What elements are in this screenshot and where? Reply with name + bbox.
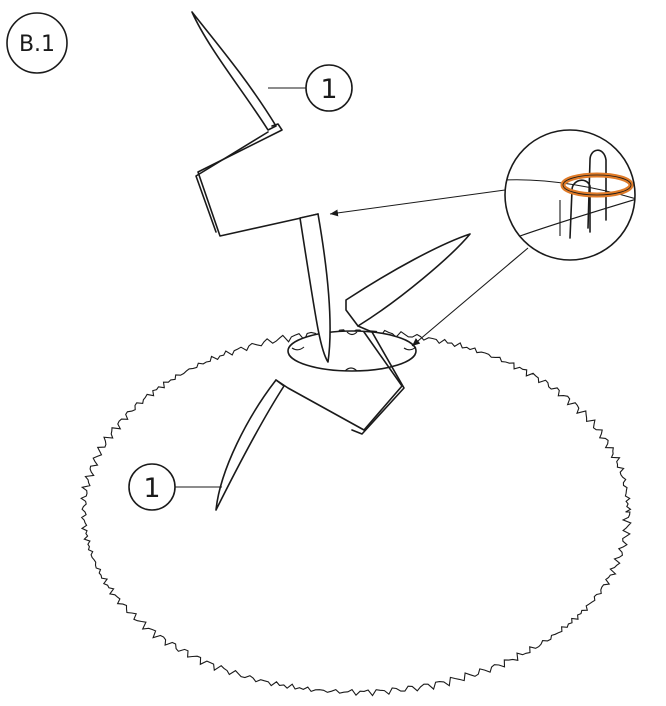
rear-leg-blade <box>345 233 471 327</box>
upper-leg-bottom-blade <box>299 213 331 363</box>
detail-magnifier <box>504 129 636 261</box>
rear-leg-frame <box>351 325 405 435</box>
callout-circle <box>305 64 353 112</box>
upper-leg <box>191 11 331 363</box>
lower-leg-blade <box>215 379 285 511</box>
detail-plate-surface <box>519 197 635 237</box>
detail-circle <box>504 129 636 261</box>
callout-upper-leg: 1 <box>268 64 353 112</box>
step-badge-circle <box>6 12 68 74</box>
upper-leg-frame-inner <box>195 131 269 233</box>
detail-arrow-lower <box>411 247 529 347</box>
rear-leg <box>345 233 471 435</box>
plate-slot-front <box>344 367 358 372</box>
callout-circle <box>128 463 176 511</box>
rug-outline <box>80 329 632 697</box>
plate-slot-back <box>346 331 358 336</box>
lower-leg <box>215 331 403 511</box>
base-plate <box>287 330 417 372</box>
detail-post-right <box>587 149 607 229</box>
plate-slot-left <box>291 346 305 351</box>
callout-label: 1 <box>143 473 160 504</box>
base-plate-ellipse <box>287 330 417 372</box>
detail-arrow-upper <box>329 189 506 217</box>
detail-plate-edge <box>505 179 635 201</box>
step-label: B.1 <box>19 32 55 57</box>
callout-lower-leg: 1 <box>128 463 222 511</box>
upper-leg-top-blade <box>191 11 277 131</box>
plate-slot-right <box>403 346 417 351</box>
o-ring-outline <box>562 174 632 196</box>
step-badge: B.1 <box>6 12 68 74</box>
callout-label: 1 <box>320 74 337 105</box>
detail-post-left <box>569 179 591 239</box>
